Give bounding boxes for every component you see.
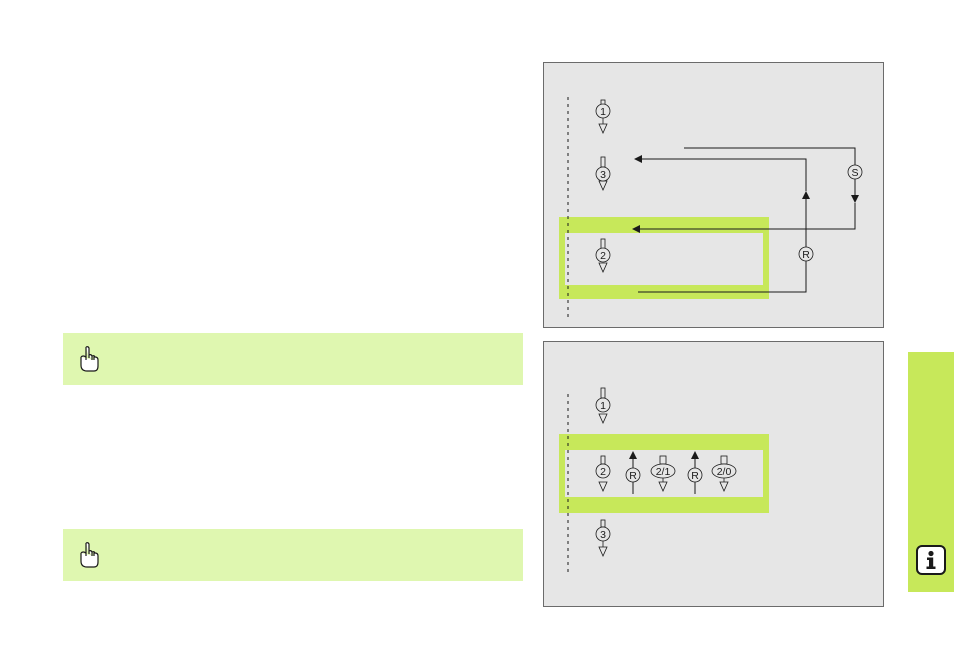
pointing-hand-icon bbox=[80, 542, 99, 568]
note-box-2 bbox=[63, 529, 523, 581]
repeat-marker-2: R bbox=[687, 451, 703, 494]
skip-path: S bbox=[632, 147, 863, 233]
step-3: 3 bbox=[595, 519, 611, 557]
diagram-nested-repeat: 1 2 R 2/1 R bbox=[543, 341, 884, 607]
info-icon bbox=[926, 550, 936, 569]
repeat-marker-2-label: R bbox=[691, 470, 699, 482]
chapter-side-tab bbox=[908, 352, 954, 592]
step-2: 2 bbox=[595, 455, 611, 492]
step-2-label: 2 bbox=[600, 466, 606, 478]
repeat-path: R bbox=[634, 155, 814, 293]
repeat-marker-label: R bbox=[802, 249, 810, 261]
step-2-1: 2/1 bbox=[650, 455, 676, 492]
step-1: 1 bbox=[595, 99, 611, 134]
step-2-label: 2 bbox=[600, 250, 606, 262]
pointing-hand-icon bbox=[80, 346, 99, 372]
repeat-marker-1-label: R bbox=[629, 470, 637, 482]
skip-marker-label: S bbox=[851, 167, 858, 179]
info-button[interactable] bbox=[916, 545, 946, 575]
step-2-0-label: 2/0 bbox=[717, 466, 732, 478]
diagram-top-graphic: 1 3 2 S bbox=[559, 97, 863, 317]
highlight-inner bbox=[565, 233, 763, 285]
step-2-1-label: 2/1 bbox=[656, 466, 671, 478]
repeat-marker-1: R bbox=[625, 451, 641, 494]
diagram-bottom-graphic: 1 2 R 2/1 R bbox=[559, 387, 769, 576]
diagram-section-repeat: 1 3 2 S bbox=[543, 62, 884, 328]
step-2: 2 bbox=[595, 238, 611, 273]
step-2-0: 2/0 bbox=[711, 455, 737, 492]
step-3-label: 3 bbox=[600, 169, 606, 181]
step-3-label: 3 bbox=[600, 529, 606, 541]
step-1-label: 1 bbox=[600, 106, 606, 118]
note-box-1 bbox=[63, 333, 523, 385]
step-3: 3 bbox=[595, 156, 611, 191]
step-1-label: 1 bbox=[600, 400, 606, 412]
step-1: 1 bbox=[595, 387, 611, 424]
